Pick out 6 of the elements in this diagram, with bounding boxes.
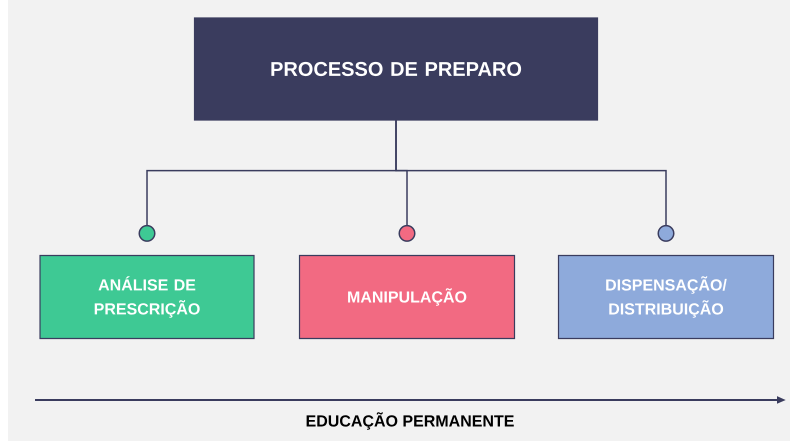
process-box: MANIPULAÇÃO bbox=[298, 254, 516, 340]
process-box: DISPENSAÇÃO/ DISTRIBUIÇÃO bbox=[558, 254, 774, 340]
title-box: PROCESSO DE PREPARO bbox=[194, 17, 598, 121]
process-box: ANÁLISE DE PRESCRIÇÃO bbox=[39, 254, 255, 340]
connector bbox=[395, 120, 674, 242]
axis-label: EDUCAÇÃO PERMANENTE bbox=[306, 412, 514, 430]
